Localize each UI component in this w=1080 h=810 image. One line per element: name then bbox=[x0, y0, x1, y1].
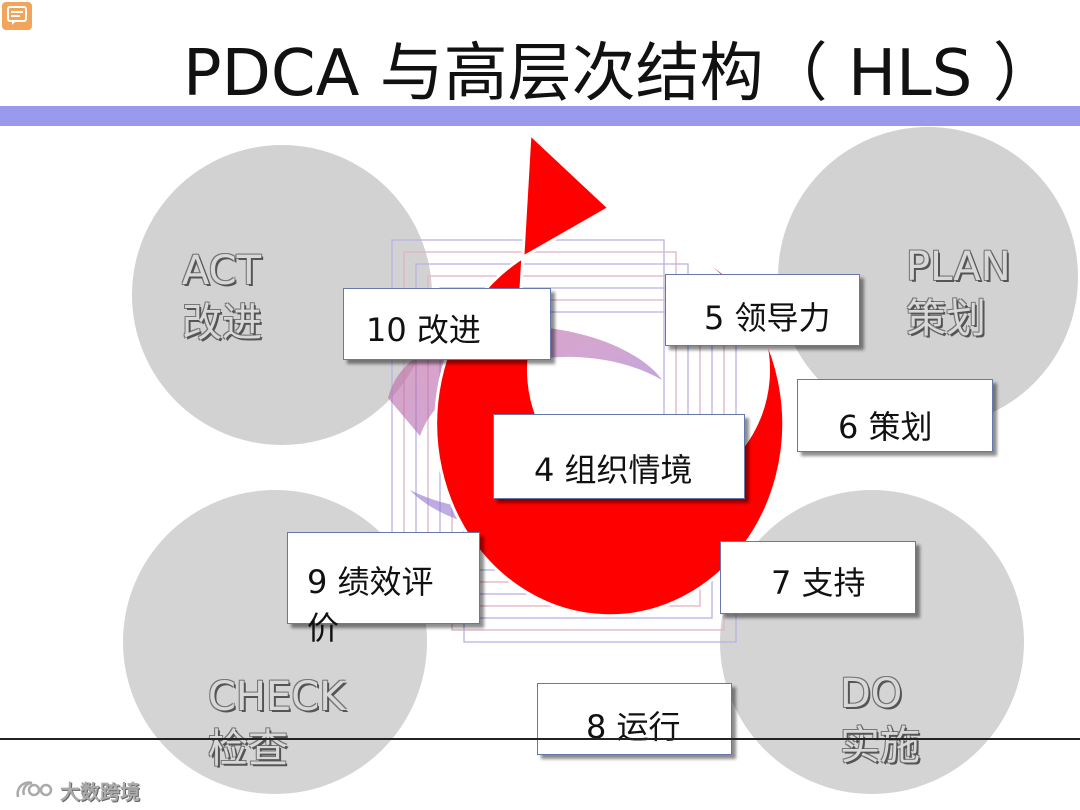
swirl-logo-icon bbox=[16, 781, 53, 798]
plan-circle bbox=[778, 127, 1078, 427]
act-label-en: ACT bbox=[182, 248, 262, 294]
footer-rule bbox=[0, 738, 1080, 740]
note-icon bbox=[2, 2, 32, 30]
check-label-en: CHECK bbox=[208, 674, 346, 720]
do-label-en: DO bbox=[840, 671, 903, 717]
clause-7-support: 7 支持 bbox=[720, 541, 916, 614]
act-label-zh: 改进 bbox=[182, 300, 262, 346]
plan-label-en: PLAN bbox=[906, 244, 1011, 290]
check-label: CHECK 检查 bbox=[208, 671, 345, 775]
do-label-zh: 实施 bbox=[840, 723, 920, 769]
act-label: ACT 改进 bbox=[182, 245, 262, 349]
clause-4-context: 4 组织情境 bbox=[493, 414, 745, 499]
do-label: DO 实施 bbox=[840, 668, 920, 772]
clause-6-planning: 6 策划 bbox=[797, 379, 993, 452]
title-underline-bar bbox=[0, 106, 1080, 126]
clause-10-improvement: 10 改进 bbox=[343, 288, 551, 360]
act-circle bbox=[132, 145, 432, 445]
clause-8-operation: 8 运行 bbox=[537, 683, 732, 755]
watermark-text: 大数跨境 bbox=[60, 779, 140, 804]
plan-label-zh: 策划 bbox=[906, 296, 986, 342]
check-label-zh: 检查 bbox=[208, 726, 288, 772]
clause-9-performance-evaluation: 9 绩效评 价 bbox=[287, 532, 480, 647]
clause-5-leadership: 5 领导力 bbox=[665, 274, 860, 346]
page-title: PDCA 与高层次结构（ HLS ） bbox=[183, 37, 1057, 111]
plan-label: PLAN 策划 bbox=[906, 241, 1011, 345]
watermark: 大数跨境 bbox=[14, 776, 140, 804]
